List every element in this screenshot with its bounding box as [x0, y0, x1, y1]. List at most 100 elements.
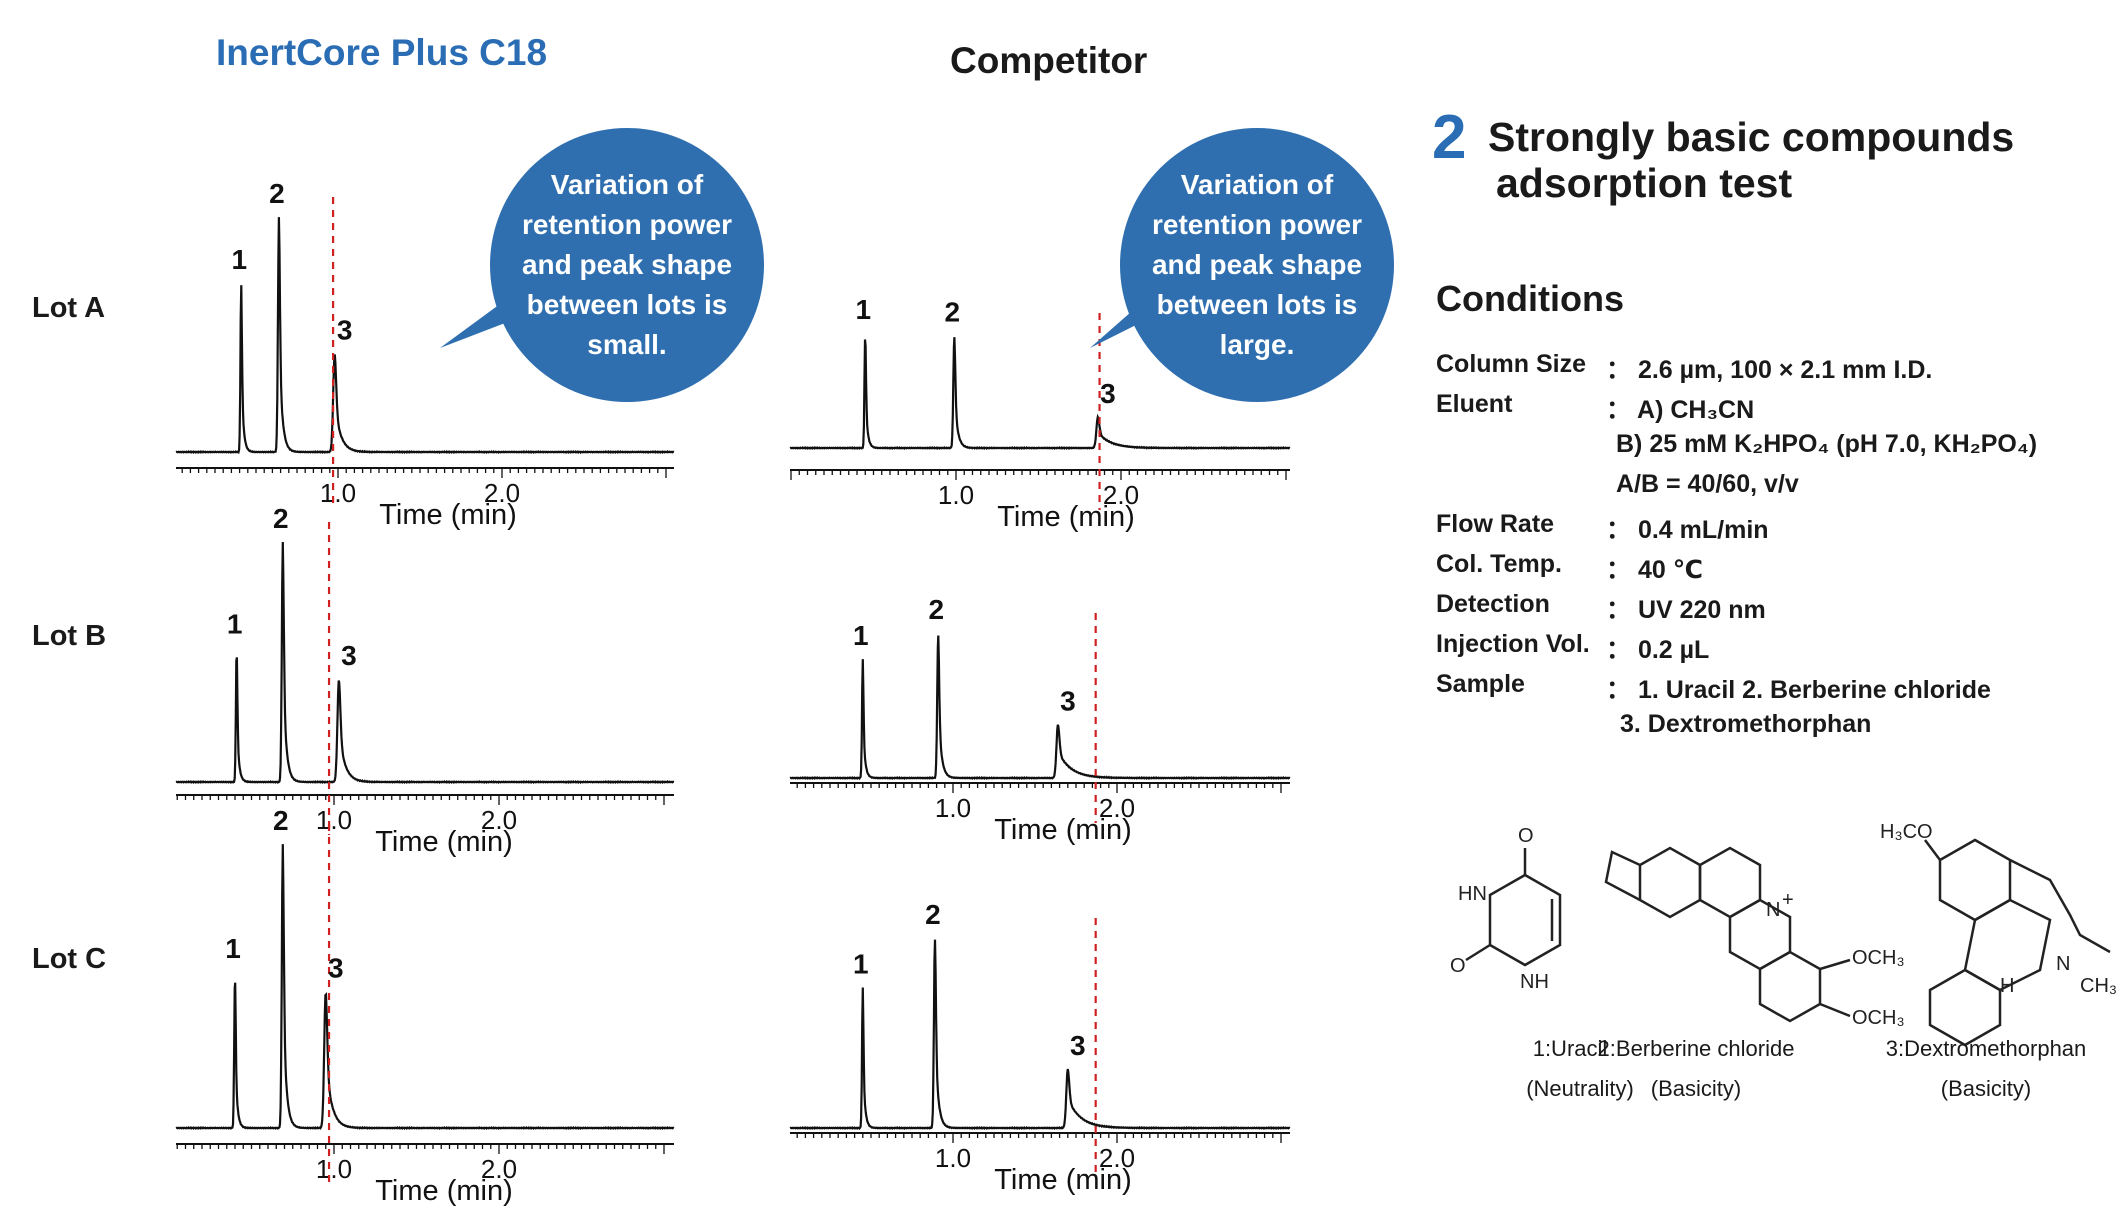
peak-label-1: 1	[853, 620, 869, 651]
peak-label-1: 1	[227, 609, 243, 640]
berberine-ring-a	[1638, 846, 1702, 919]
tick-label-1.0: 1.0	[938, 480, 974, 510]
dextro-h: H	[2000, 975, 2014, 997]
berberine-methoxy-2	[1819, 1002, 1851, 1018]
tick-label-2.0: 2.0	[481, 805, 517, 835]
tick-label-1.0: 1.0	[935, 793, 971, 823]
cond-label-column-size: Column Size	[1436, 350, 1587, 378]
tick-label-1.0: 1.0	[935, 1143, 971, 1173]
uracil-ring	[1488, 873, 1562, 967]
cond-value-detection: ： UV 220 nm	[1606, 596, 1766, 624]
uracil-hn: HN	[1458, 883, 1487, 905]
caption-uracil-name: 1:Uracil	[1532, 1036, 1608, 1061]
uracil-carbonyl-left	[1465, 943, 1491, 962]
uracil-o-top: O	[1518, 825, 1534, 847]
cond-label-col-temp: Col. Temp.	[1436, 550, 1562, 578]
tick-label-2.0: 2.0	[481, 1154, 517, 1184]
signal-trace	[789, 939, 1291, 1131]
berberine-methoxy-1	[1819, 958, 1851, 971]
caption-berberine-type: (Basicity)	[1650, 1076, 1742, 1101]
tick-label-2.0: 2.0	[484, 478, 520, 508]
peak-label-3: 3	[337, 314, 353, 345]
peak-label-3: 3	[328, 953, 344, 984]
speech-bubble-large-variation: Variation of retention power and peak sh…	[1120, 128, 1394, 402]
tick-label-2.0: 2.0	[1103, 480, 1139, 510]
berberine-n: N	[1766, 899, 1780, 921]
x-axis-label: Time (min)	[997, 501, 1134, 533]
signal-trace	[789, 337, 1291, 451]
peak-label-3: 3	[1100, 378, 1116, 409]
peak-label-2: 2	[273, 503, 289, 534]
cond-label-injection-vol: Injection Vol.	[1436, 630, 1590, 658]
cond-value-column-size: ： 2.6 µm, 100 × 2.1 mm I.D.	[1606, 356, 1933, 384]
cond-value-col-temp: ： 40 ℃	[1606, 556, 1703, 584]
peak-label-2: 2	[945, 296, 961, 327]
tick-label-1.0: 1.0	[316, 805, 352, 835]
caption-uracil-type: (Neutrality)	[1526, 1076, 1634, 1101]
peak-label-1: 1	[853, 948, 869, 979]
bubble-text-left: Variation of retention power and peak sh…	[521, 169, 733, 360]
cond-label-detection: Detection	[1436, 590, 1550, 618]
berberine-och3-2: OCH₃	[1852, 1007, 1905, 1029]
berberine-plus: +	[1782, 889, 1794, 911]
dextro-aromatic-ring	[1938, 838, 2012, 922]
dextro-cyclohexane	[1928, 968, 2002, 1047]
berberine-och3-1: OCH₃	[1852, 947, 1905, 969]
peak-label-3: 3	[1070, 1030, 1086, 1061]
tick-label-2.0: 2.0	[1099, 793, 1135, 823]
cond-value-eluent-b: B) 25 mM K₂HPO₄ (pH 7.0, KH₂PO₄)	[1616, 430, 2038, 458]
signal-trace	[175, 217, 675, 455]
tick-label-1.0: 1.0	[316, 1154, 352, 1184]
signal-trace	[789, 635, 1291, 781]
caption-dextro-type: (Basicity)	[1940, 1076, 2032, 1101]
uracil-nh: NH	[1520, 971, 1549, 993]
cond-label-eluent: Eluent	[1436, 390, 1513, 418]
dextro-n: N	[2056, 953, 2070, 975]
x-axis-label: Time (min)	[375, 1175, 512, 1207]
section-title-line1: Strongly basic compounds	[1488, 114, 2015, 160]
dextro-ch3: CH₃	[2080, 975, 2117, 997]
competitor-title: Competitor	[950, 40, 1148, 81]
bubble-text-right: Variation of retention power and peak sh…	[1151, 169, 1363, 360]
cond-value-eluent-ratio: A/B = 40/60, v/v	[1616, 470, 1799, 498]
inertcore-title: InertCore Plus C18	[216, 32, 548, 73]
peak-label-3: 3	[341, 640, 357, 671]
peak-label-2: 2	[928, 594, 944, 625]
uracil-o-left: O	[1450, 955, 1466, 977]
caption-dextro-name: 3:Dextromethorphan	[1885, 1036, 2087, 1061]
section-title-line2: adsorption test	[1496, 160, 1793, 206]
berberine-dioxole	[1604, 850, 1641, 902]
peak-label-1: 1	[855, 294, 871, 325]
cond-value-sample-3: 3. Dextromethorphan	[1620, 710, 1872, 738]
x-axis-label: Time (min)	[994, 814, 1131, 846]
dextro-bridge	[2009, 858, 2111, 954]
x-axis-label: Time (min)	[994, 1164, 1131, 1196]
cond-value-injection-vol: ： 0.2 µL	[1606, 636, 1710, 664]
cond-label-flow-rate: Flow Rate	[1436, 510, 1555, 538]
dextro-h3co: H₃CO	[1880, 821, 1933, 843]
x-axis-label: Time (min)	[375, 826, 512, 858]
peak-label-2: 2	[273, 805, 289, 836]
signal-trace	[175, 541, 675, 785]
cond-value-eluent-a: ： A) CH₃CN	[1606, 396, 1755, 424]
caption-berberine-name: 2:Berberine chloride	[1597, 1036, 1795, 1061]
tick-label-1.0: 1.0	[320, 478, 356, 508]
tick-label-2.0: 2.0	[1099, 1143, 1135, 1173]
cond-label-sample: Sample	[1436, 670, 1525, 698]
structure-drawings: O HN NH O N + OCH₃ OCH₃ H₃CO N CH₃ H	[1450, 821, 2117, 1047]
section-number: 2	[1432, 103, 1467, 172]
berberine-ring-d	[1758, 950, 1822, 1023]
peak-label-1: 1	[225, 933, 241, 964]
lot-a-label: Lot A	[32, 292, 106, 324]
lot-b-label: Lot B	[32, 620, 107, 652]
peak-label-2: 2	[269, 178, 285, 209]
berberine-ring-b	[1698, 846, 1762, 919]
cond-value-sample-1-2: ： 1. Uracil 2. Berberine chloride	[1606, 676, 1991, 704]
peak-label-2: 2	[925, 899, 941, 930]
